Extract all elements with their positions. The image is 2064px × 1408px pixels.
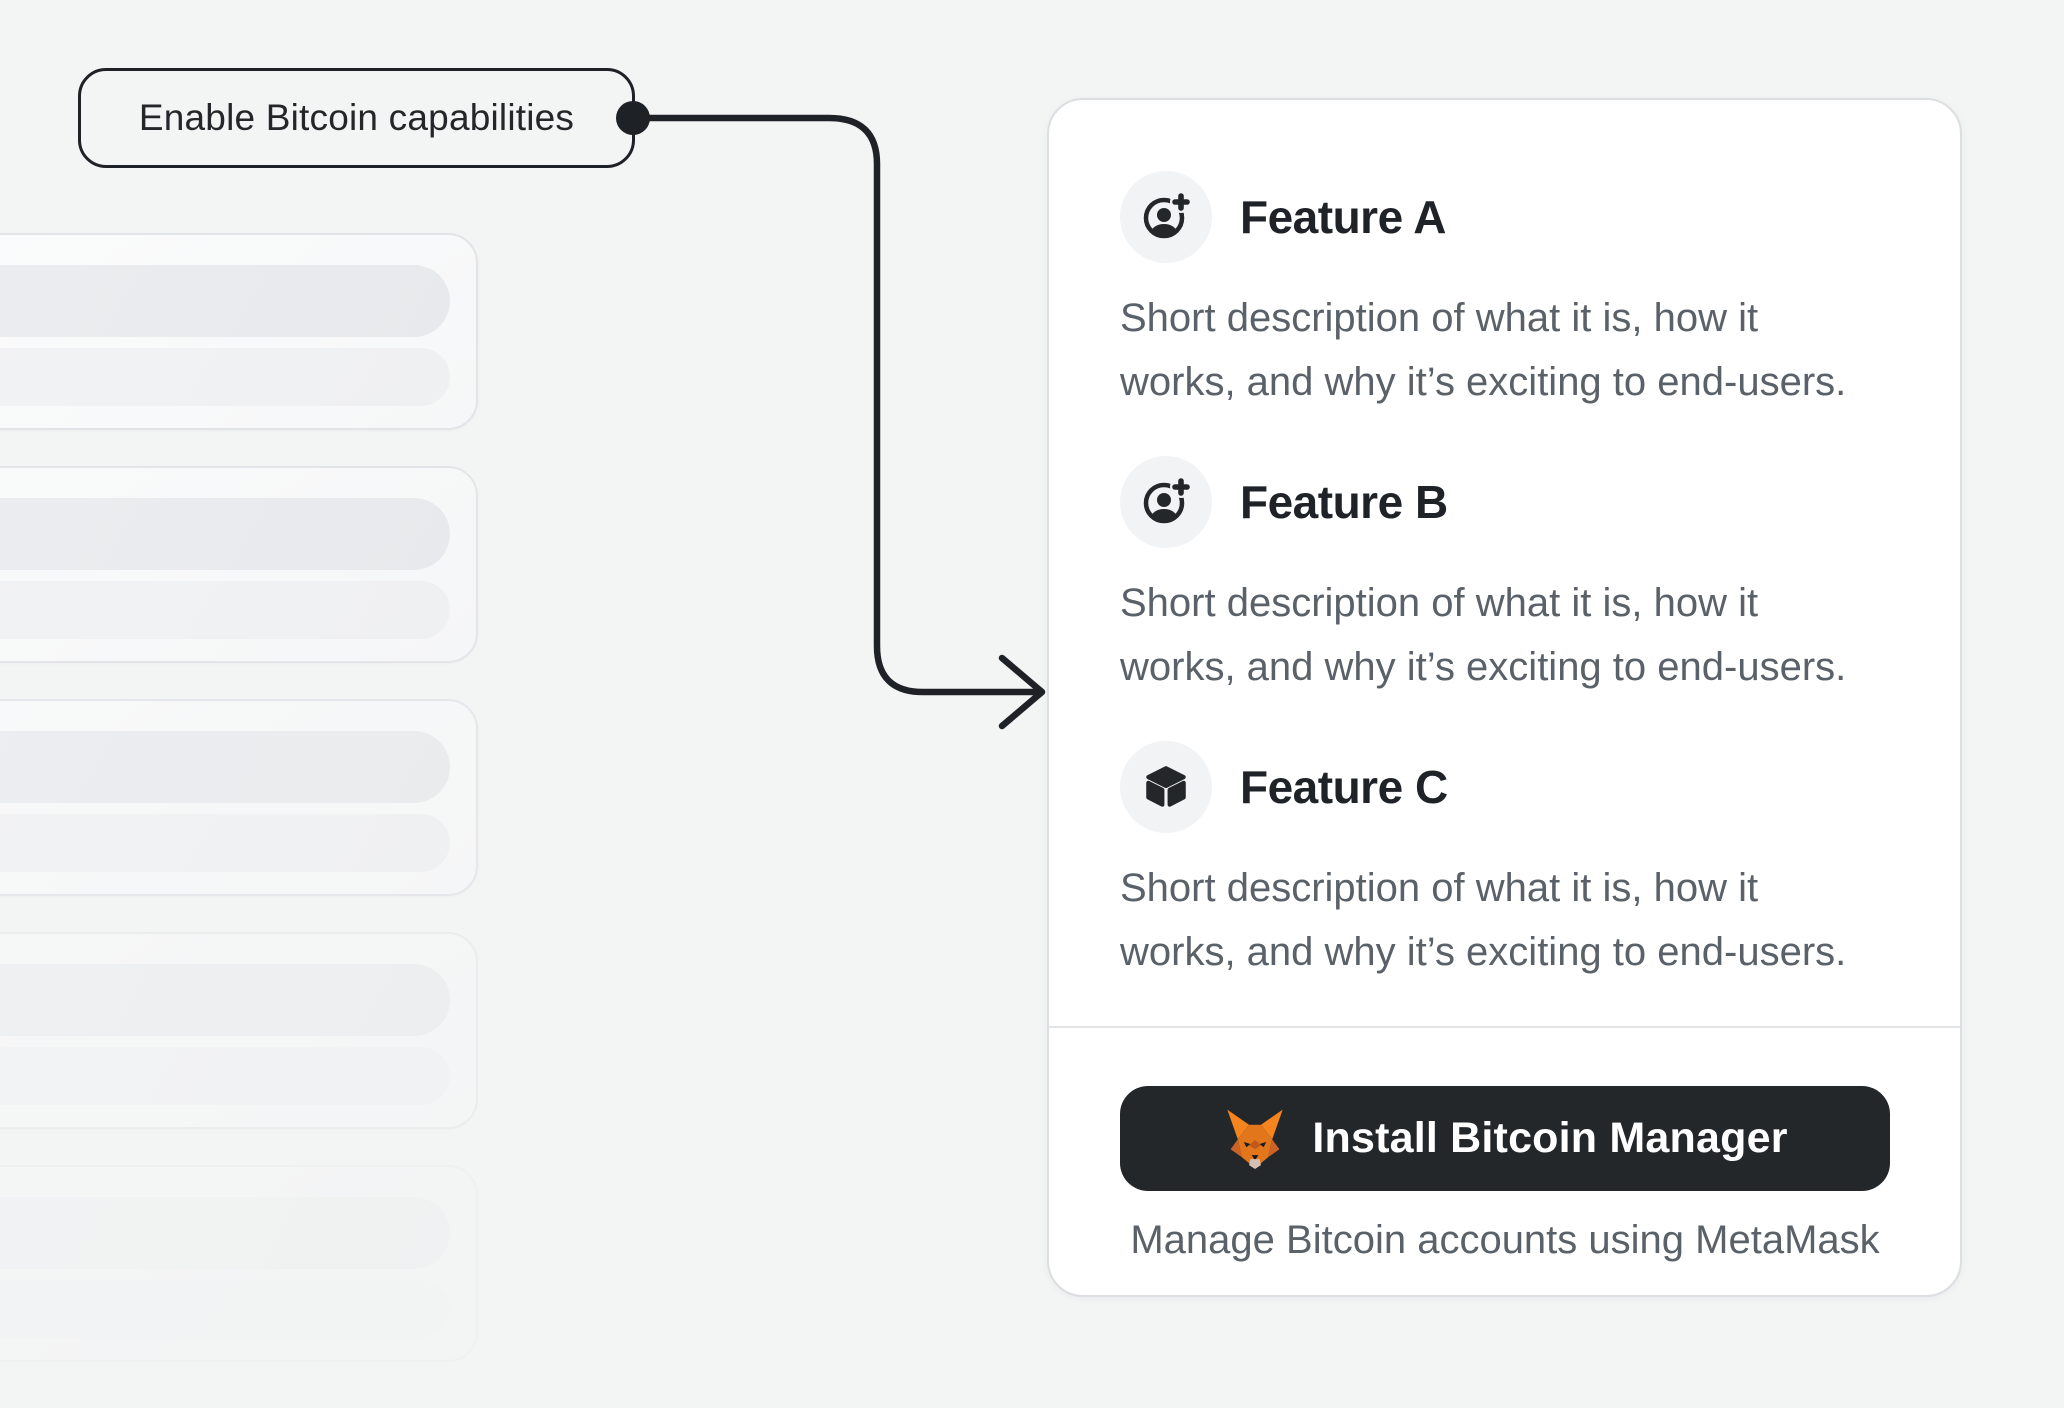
callout-enable-bitcoin: Enable Bitcoin capabilities — [78, 68, 635, 168]
skeleton-list — [0, 233, 478, 1362]
install-button-label: Install Bitcoin Manager — [1312, 1114, 1788, 1162]
skeleton-card — [0, 699, 478, 896]
feature-head: Feature C — [1120, 741, 1893, 833]
skeleton-bar — [0, 581, 450, 639]
feature-title: Feature B — [1240, 476, 1448, 528]
feature-title: Feature C — [1240, 761, 1448, 813]
feature-item-c: Feature C Short description of what it i… — [1120, 741, 1893, 984]
skeleton-card — [0, 1165, 478, 1362]
feature-head: Feature A — [1120, 171, 1893, 263]
footer-caption: Manage Bitcoin accounts using MetaMask — [1130, 1218, 1880, 1262]
feature-item-b: Feature B Short description of what it i… — [1120, 456, 1893, 699]
skeleton-bar — [0, 964, 450, 1036]
skeleton-bar — [0, 1197, 450, 1269]
feature-description: Short description of what it is, how it … — [1120, 866, 1847, 974]
skeleton-card — [0, 932, 478, 1129]
callout-label: Enable Bitcoin capabilities — [138, 97, 575, 138]
account-add-icon — [1120, 456, 1212, 548]
skeleton-bar — [0, 1280, 450, 1338]
feature-head: Feature B — [1120, 456, 1893, 548]
feature-description: Short description of what it is, how it … — [1120, 296, 1847, 404]
skeleton-bar — [0, 498, 450, 570]
cube-icon — [1120, 741, 1212, 833]
metamask-fox-icon — [1222, 1108, 1288, 1170]
skeleton-bar — [0, 814, 450, 872]
feature-item-a: Feature A Short description of what it i… — [1120, 171, 1893, 414]
skeleton-bar — [0, 348, 450, 406]
feature-description: Short description of what it is, how it … — [1120, 581, 1847, 689]
feature-card: Feature A Short description of what it i… — [1047, 98, 1962, 1297]
install-bitcoin-manager-button[interactable]: Install Bitcoin Manager — [1120, 1086, 1890, 1191]
feature-card-footer: Install Bitcoin Manager Manage Bitcoin a… — [1049, 1026, 1960, 1289]
feature-title: Feature A — [1240, 191, 1446, 243]
account-add-icon — [1120, 171, 1212, 263]
skeleton-bar — [0, 731, 450, 803]
feature-card-body: Feature A Short description of what it i… — [1049, 100, 1960, 1026]
skeleton-card — [0, 466, 478, 663]
skeleton-card — [0, 233, 478, 430]
skeleton-bar — [0, 1047, 450, 1105]
skeleton-bar — [0, 265, 450, 337]
